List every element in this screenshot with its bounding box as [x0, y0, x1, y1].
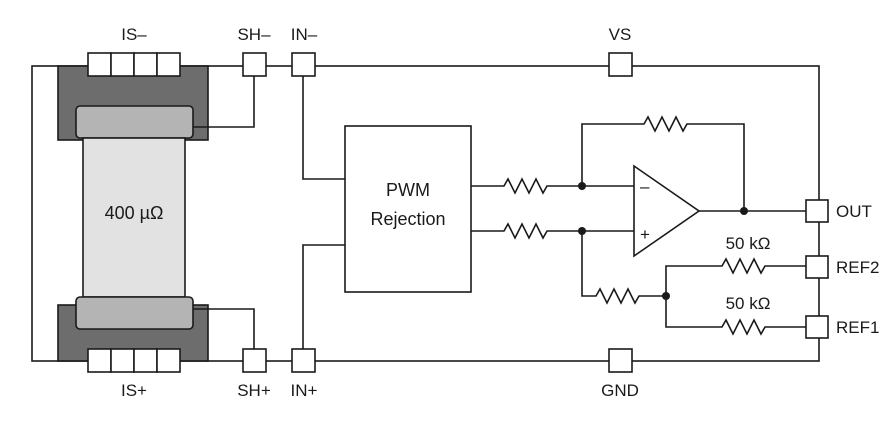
in-minus-pin — [291, 52, 316, 77]
is-plus-pin-2 — [110, 348, 135, 373]
out-pin — [805, 199, 829, 223]
ref1-resistor-value: 50 kΩ — [726, 294, 771, 313]
bottom-copper-clip — [75, 296, 194, 330]
amp-minus-symbol: – — [640, 177, 650, 196]
vs-pin — [608, 52, 633, 77]
input-resistor-plus — [471, 222, 582, 240]
gnd-pin — [608, 348, 633, 373]
is-minus-pin-2 — [110, 52, 135, 77]
gnd-label: GND — [601, 381, 639, 400]
ref-divider-resistor — [581, 231, 666, 305]
is-plus-pin-3 — [133, 348, 158, 373]
is-plus-label: IS+ — [121, 381, 147, 400]
is-minus-pin-1 — [87, 52, 112, 77]
junction-dot — [578, 227, 586, 235]
sh-minus-wire — [193, 76, 255, 128]
is-minus-pin-3 — [133, 52, 158, 77]
top-copper-clip — [75, 105, 194, 139]
vs-label: VS — [609, 25, 632, 44]
in-plus-label: IN+ — [291, 381, 318, 400]
is-minus-pin-4 — [156, 52, 181, 77]
junction-dot — [740, 207, 748, 215]
amp-plus-symbol: + — [640, 225, 650, 244]
ref1-label: REF1 — [836, 318, 879, 337]
is-plus-pin-1 — [87, 348, 112, 373]
pwm-block-line2: Rejection — [370, 209, 445, 229]
is-plus-pin-4 — [156, 348, 181, 373]
feedback-resistor — [581, 115, 745, 211]
op-amp — [633, 164, 701, 258]
is-plus-pins — [87, 348, 181, 373]
sh-minus-pin — [242, 52, 267, 77]
out-label: OUT — [836, 202, 872, 221]
is-minus-label: IS– — [121, 25, 147, 44]
in-plus-pin — [291, 348, 316, 373]
shunt-value: 400 µΩ — [105, 203, 164, 223]
sh-plus-wire — [193, 308, 255, 349]
in-minus-label: IN– — [291, 25, 318, 44]
pwm-rejection-block — [344, 125, 472, 293]
shunt-body — [82, 137, 186, 298]
pwm-block-line1: PWM — [386, 180, 430, 200]
junction-dot — [662, 292, 670, 300]
ref2-resistor — [665, 257, 806, 296]
ref1-pin — [805, 315, 829, 339]
ref1-resistor — [665, 296, 806, 336]
ref2-label: REF2 — [836, 258, 879, 277]
sh-plus-pin — [242, 348, 267, 373]
input-resistor-minus — [471, 177, 582, 195]
junction-dot — [578, 182, 586, 190]
shunt-resistor: 400 µΩ — [57, 65, 209, 362]
is-minus-pins — [87, 52, 181, 77]
sh-minus-label: SH– — [237, 25, 271, 44]
ref2-pin — [805, 255, 829, 279]
in-minus-wire — [302, 76, 345, 180]
in-plus-wire — [302, 244, 345, 349]
ref2-resistor-value: 50 kΩ — [726, 234, 771, 253]
sh-plus-label: SH+ — [237, 381, 271, 400]
